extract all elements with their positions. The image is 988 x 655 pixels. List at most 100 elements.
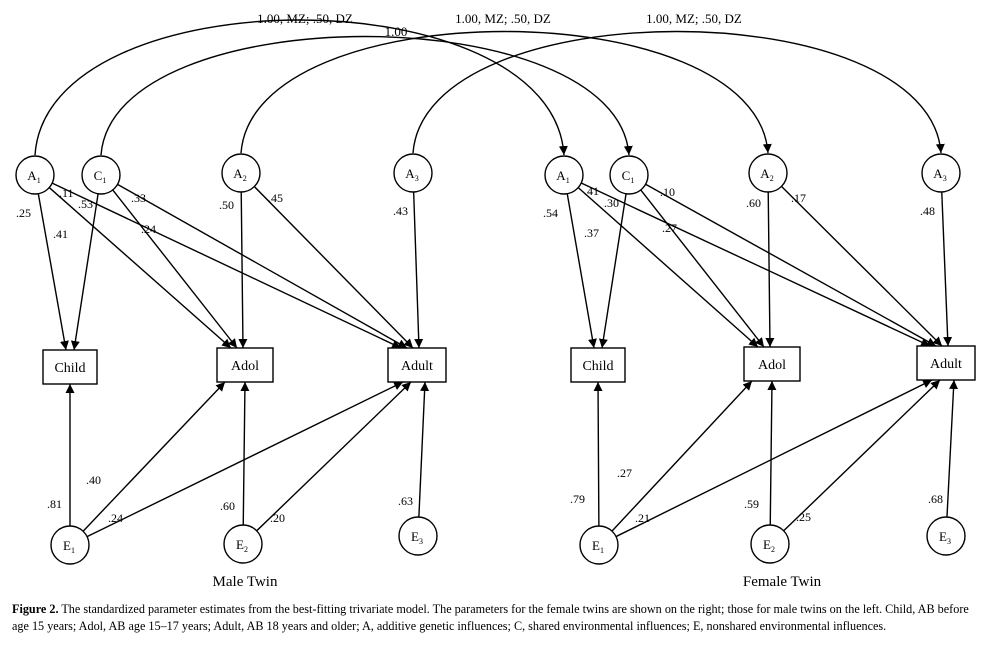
male-latent-a3 <box>393 153 433 193</box>
male-coef-e2-adult: .20 <box>270 511 285 525</box>
female-box-label-adol: Adol <box>758 358 786 373</box>
female-coef-e3-adult: .68 <box>928 492 943 506</box>
figure-caption: Figure 2. The standardized parameter est… <box>12 601 976 634</box>
male-box-label-adult: Adult <box>401 359 433 374</box>
female-latent-a3 <box>921 153 961 193</box>
female-latent-c1 <box>609 155 649 195</box>
male-path-c1-adult <box>117 183 408 349</box>
twin-correlation-arcs <box>29 19 945 165</box>
female-coef-a2-adult: .17 <box>791 191 806 205</box>
female-coef-e2-adult: .25 <box>796 510 811 524</box>
male-path-e2-adult <box>256 381 412 532</box>
male-coef-e3-adult: .63 <box>398 494 413 508</box>
male-path-a2-adult <box>253 186 414 349</box>
female-path-e2-adult <box>783 379 941 532</box>
female-latent-e3 <box>926 516 966 556</box>
correlation-label-left: 1.00, MZ; .50, DZ <box>257 11 353 26</box>
female-coef-e1-adol: .27 <box>617 466 632 480</box>
female-latent-e1 <box>579 525 619 565</box>
female-path-a2-adult <box>780 185 943 347</box>
male-latent-label-e3: E3 <box>411 529 423 546</box>
male-coef-a1-adol: .41 <box>53 227 68 241</box>
female-path-a2-adol <box>765 191 775 348</box>
female-twin-label: Female Twin <box>743 574 822 590</box>
female-coef-a2-adol: .60 <box>746 196 761 210</box>
male-path-e3-adult <box>418 381 430 518</box>
female-box-adult <box>916 345 976 381</box>
female-path-c1-child <box>598 193 627 349</box>
male-coef-c1-adol: .24 <box>141 222 156 236</box>
male-coef-e1-child: .81 <box>47 497 62 511</box>
male-coef-c1-child: .11 <box>59 186 74 200</box>
male-latent-label-e1: E1 <box>63 538 75 555</box>
female-latent-label-e1: E1 <box>592 538 604 555</box>
female-coef-a1-adol: .37 <box>584 226 599 240</box>
female-coef-c1-child: .41 <box>584 184 599 198</box>
female-coef-a1-child: .54 <box>543 206 558 220</box>
female-latent-a2 <box>748 153 788 193</box>
male-path-a2-adol <box>238 191 248 349</box>
female-path-a1-child <box>566 193 597 349</box>
male-latent-a1 <box>15 155 55 195</box>
correlation-label-right: 1.00, MZ; .50, DZ <box>646 11 742 26</box>
female-path-e2-adol <box>767 380 777 526</box>
path-coefficient-labels: .25.41.53.11.24.33.50.45.43.81.40.24.60.… <box>16 184 943 525</box>
correlation-label-middle: 1.00, MZ; .50, DZ <box>455 11 551 26</box>
male-path-a1-adult <box>51 182 402 349</box>
correlation-arc-a1 <box>29 19 568 165</box>
female-path-e1-child <box>593 381 603 527</box>
male-latent-e1 <box>50 525 90 565</box>
male-twin-label: Male Twin <box>213 574 278 590</box>
male-latent-e3 <box>398 516 438 556</box>
correlation-label-c: 1.00 <box>385 24 408 39</box>
correlation-arc-a2 <box>235 30 772 163</box>
male-latent-c1 <box>81 155 121 195</box>
figure-caption-text: The standardized parameter estimates fro… <box>12 602 969 633</box>
female-coef-e1-adult: .21 <box>635 511 650 525</box>
male-coef-e1-adol: .40 <box>86 473 101 487</box>
female-path-c1-adol <box>640 189 765 348</box>
female-path-a3-adult <box>941 191 953 347</box>
path-arrows <box>37 182 959 538</box>
female-path-e1-adult <box>615 379 933 538</box>
female-path-e3-adult <box>946 379 959 518</box>
female-latent-label-e3: E3 <box>939 529 951 546</box>
male-coef-a3-adult: .43 <box>393 204 408 218</box>
female-coef-c1-adol: .27 <box>662 221 677 235</box>
male-coef-a2-adol: .50 <box>219 198 234 212</box>
female-box-label-adult: Adult <box>930 357 962 372</box>
female-coef-e1-child: .79 <box>570 492 585 506</box>
male-coef-a2-adult: .45 <box>268 191 283 205</box>
female-latent-label-e2: E2 <box>763 537 775 554</box>
male-path-a1-adol <box>48 187 232 349</box>
correlation-arc-a3 <box>407 30 945 163</box>
male-path-c1-child <box>70 193 99 351</box>
male-coef-a1-adult: .53 <box>78 197 93 211</box>
female-path-e1-adol <box>611 380 753 532</box>
female-box-label-child: Child <box>582 359 613 374</box>
female-path-a1-adult <box>580 182 931 347</box>
male-latent-a2 <box>221 153 261 193</box>
female-box-child <box>570 347 626 383</box>
female-coef-a1-adult: .30 <box>604 196 619 210</box>
male-path-a3-adult <box>412 191 424 349</box>
female-latent-e2 <box>750 524 790 564</box>
female-latent-a1 <box>544 155 584 195</box>
figure-label: Figure 2. <box>12 602 59 616</box>
female-coef-c1-adult: .10 <box>660 185 675 199</box>
female-box-adol <box>743 346 801 382</box>
female-path-c1-adult <box>645 183 937 347</box>
male-path-c1-adol <box>112 189 238 349</box>
male-latent-label-e2: E2 <box>236 537 248 554</box>
male-coef-e1-adult: .24 <box>108 511 123 525</box>
correlation-arc-c1 <box>95 35 633 165</box>
male-coef-a1-child: .25 <box>16 206 31 220</box>
male-box-label-adol: Adol <box>231 359 259 374</box>
male-box-adol <box>216 347 274 383</box>
male-box-child <box>42 349 98 385</box>
male-box-label-child: Child <box>54 361 85 376</box>
female-coef-a3-adult: .48 <box>920 204 935 218</box>
male-latent-e2 <box>223 524 263 564</box>
